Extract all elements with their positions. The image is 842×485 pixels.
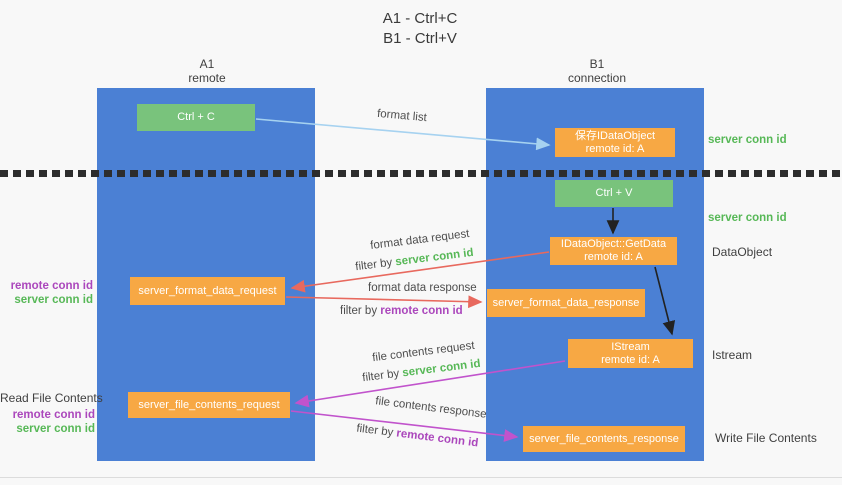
- diagram-title: A1 - Ctrl+C B1 - Ctrl+V: [320, 9, 520, 49]
- label-remote-conn-id-2: remote conn id: [12, 409, 95, 421]
- column-b1-subtitle: connection: [567, 71, 627, 85]
- column-a1-subtitle: remote: [188, 71, 226, 85]
- bottom-border: [0, 477, 842, 478]
- node-format-response-label: server_format_data_response: [492, 296, 640, 309]
- label-group-format: remote conn id server conn id: [0, 279, 93, 307]
- column-b1-name: B1: [589, 57, 605, 71]
- filter-by-text: filter by: [355, 422, 398, 440]
- label-format-data-response: format data response: [368, 282, 477, 294]
- node-file-response-label: server_file_contents_response: [529, 432, 679, 445]
- node-format-request-label: server_format_data_request: [138, 284, 277, 297]
- column-a1-name: A1: [199, 57, 215, 71]
- column-a1-header: A1 remote: [147, 57, 267, 85]
- filter-by-text: filter by: [361, 367, 404, 385]
- title-line-1: A1 - Ctrl+C: [382, 10, 458, 27]
- node-format-request: server_format_data_request: [130, 277, 285, 305]
- node-ctrl-c: Ctrl + C: [137, 104, 255, 131]
- node-save-dataobject-line2: remote id: A: [585, 142, 645, 155]
- label-file-contents-response: file contents response: [374, 395, 488, 421]
- node-istream-label: IStream remote id: A: [601, 341, 660, 367]
- filter-by-text: filter by: [340, 305, 381, 317]
- arrow-format-data-response: [285, 295, 483, 309]
- node-save-dataobject-label: 保存IDataObject remote id: A: [575, 130, 655, 156]
- node-file-request: server_file_contents_request: [128, 392, 290, 418]
- node-file-request-label: server_file_contents_request: [138, 398, 280, 411]
- node-getdata: IDataObject::GetData remote id: A: [550, 237, 677, 265]
- node-ctrl-c-label: Ctrl + C: [177, 111, 215, 123]
- label-read-file-contents: Read File Contents: [0, 391, 103, 405]
- label-group-file: Read File Contents remote conn id server…: [0, 391, 103, 436]
- node-getdata-line1: IDataObject::GetData: [560, 238, 667, 250]
- label-format-list: format list: [376, 107, 428, 125]
- filter-by-text: filter by: [354, 256, 397, 274]
- label-server-conn-id-2: server conn id: [16, 423, 95, 435]
- node-getdata-label: IDataObject::GetData remote id: A: [561, 238, 666, 264]
- remote-conn-id-text: remote conn id: [380, 305, 463, 317]
- node-ctrl-v: Ctrl + V: [555, 180, 673, 207]
- label-filter-remote-1: filter by remote conn id: [340, 305, 463, 317]
- node-istream-line2: remote id: A: [601, 353, 660, 366]
- server-conn-id-text: server conn id: [401, 357, 482, 380]
- node-ctrl-v-label: Ctrl + V: [595, 187, 633, 199]
- node-istream-line1: IStream: [611, 340, 650, 353]
- node-save-dataobject: 保存IDataObject remote id: A: [555, 128, 675, 157]
- label-write-file-contents: Write File Contents: [715, 431, 817, 445]
- node-getdata-line2: remote id: A: [584, 251, 643, 263]
- node-file-response: server_file_contents_response: [523, 426, 685, 452]
- label-filter-remote-2: filter by remote conn id: [356, 423, 479, 450]
- label-server-conn-id-1: server conn id: [14, 294, 93, 306]
- node-istream: IStream remote id: A: [568, 339, 693, 368]
- node-save-dataobject-line1: 保存IDataObject: [574, 129, 656, 142]
- remote-conn-id-text: remote conn id: [395, 427, 479, 450]
- column-b1-header: B1 connection: [537, 57, 657, 85]
- label-server-conn-id-top: server conn id: [708, 134, 787, 146]
- dotted-divider: [0, 170, 842, 177]
- label-server-conn-id-mid: server conn id: [708, 212, 787, 224]
- label-istream: Istream: [712, 348, 753, 362]
- title-line-2: B1 - Ctrl+V: [383, 30, 457, 47]
- label-remote-conn-id-1: remote conn id: [10, 280, 93, 292]
- server-conn-id-text: server conn id: [394, 246, 475, 269]
- node-format-response: server_format_data_response: [487, 289, 645, 317]
- label-dataobject: DataObject: [712, 245, 773, 259]
